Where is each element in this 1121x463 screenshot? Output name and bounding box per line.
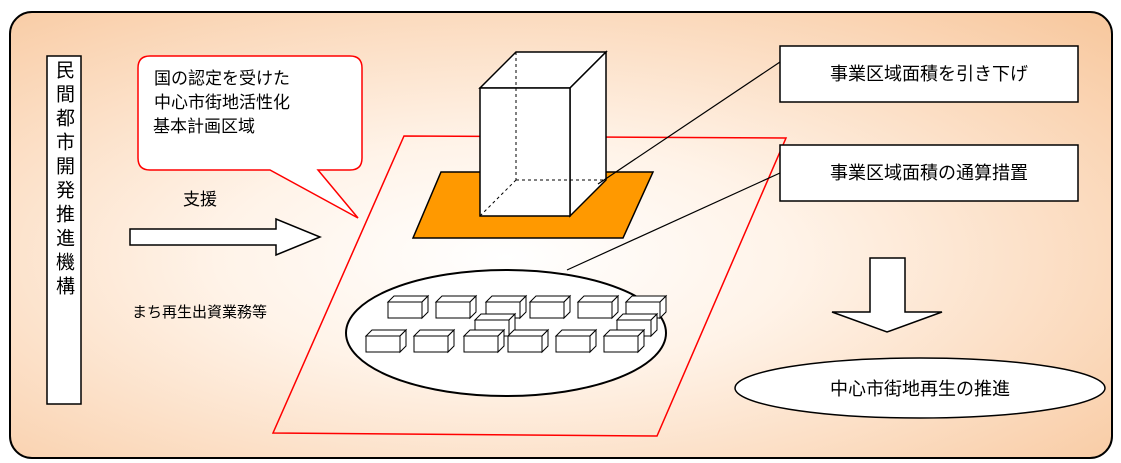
callout-bubble (137, 55, 363, 219)
box-aggregate (779, 144, 1079, 202)
tall-building (478, 50, 608, 218)
house-2 (434, 294, 478, 320)
result-ellipse (734, 357, 1106, 419)
house-1 (386, 294, 430, 320)
support-arrow (129, 217, 322, 257)
org-box (46, 55, 82, 405)
house-11 (462, 328, 506, 354)
callout-line-3: 基本計画区域 (153, 117, 255, 137)
result-arrow (831, 257, 943, 333)
house-9 (364, 328, 408, 354)
result-label: 中心市街地再生の推進 (830, 379, 1010, 400)
house-4 (528, 294, 572, 320)
box-reduce-label: 事業区域面積を引き下げ (830, 64, 1028, 85)
house-14 (602, 328, 646, 354)
org-label: 民間都市開発推進機構 (53, 60, 75, 300)
box-reduce (779, 45, 1079, 103)
callout-line-1: 国の認定を受けた (154, 69, 290, 89)
house-5 (576, 294, 620, 320)
house-12 (506, 328, 550, 354)
box-aggregate-label: 事業区域面積の通算措置 (830, 163, 1028, 184)
house-13 (554, 328, 598, 354)
business-label: まち再生出資業務等 (132, 303, 267, 321)
leader-line-aggregate (566, 172, 781, 271)
callout-line-2: 中心市街地活性化 (154, 93, 290, 113)
houses-group (364, 294, 668, 354)
plan-area-outline (271, 135, 788, 437)
support-label: 支援 (183, 190, 217, 210)
leader-line-reduce (597, 61, 781, 185)
house-10 (412, 328, 456, 354)
